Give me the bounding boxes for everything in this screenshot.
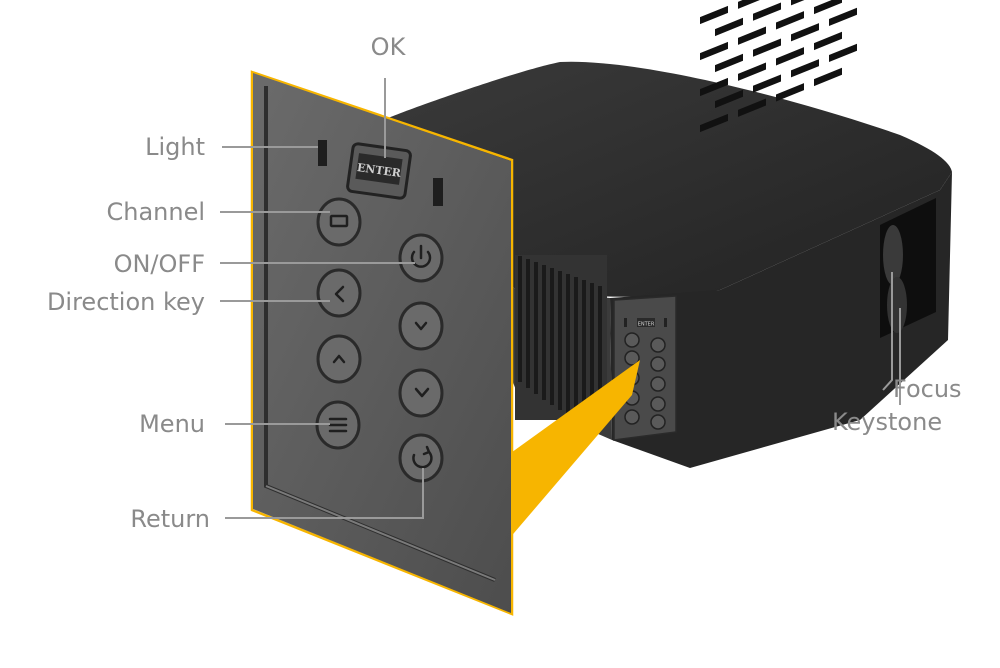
small-enter-label: ENTER [638, 322, 655, 328]
small-control-panel: ENTER [613, 295, 677, 441]
channel-label: Channel [106, 198, 205, 226]
power-key [398, 233, 444, 283]
front-vent [700, 0, 857, 133]
channel-key [316, 197, 362, 247]
light-indicator-left [318, 140, 327, 166]
focus-wheel [883, 225, 903, 285]
callout-labels: OK Light Channel ON/OFF Direction key Me… [47, 33, 962, 533]
enter-key-label: ENTER [356, 161, 402, 180]
menu-label: Menu [139, 410, 205, 438]
lens-recess [880, 198, 936, 338]
up-key [316, 334, 362, 384]
down-key [398, 301, 444, 351]
direction-key-label: Direction key [47, 288, 205, 316]
left-vent [515, 255, 607, 430]
zoom-highlight-beam [508, 360, 640, 540]
return-label: Return [130, 505, 210, 533]
return-leader [225, 468, 424, 519]
left-key [316, 268, 362, 318]
enter-key: ENTER [346, 142, 412, 200]
focus-label: Focus [893, 375, 962, 403]
panel-highlight-border [250, 70, 514, 616]
focus-leader [882, 272, 893, 391]
keystone-wheel [887, 277, 907, 333]
leader-lines [220, 78, 901, 519]
ok-label: OK [371, 33, 407, 61]
enlarged-control-panel: ENTER [253, 73, 511, 613]
projector-front-face [610, 172, 952, 468]
projector-top [388, 61, 952, 297]
on-off-label: ON/OFF [114, 250, 205, 278]
menu-key [315, 400, 361, 450]
return-key [398, 433, 444, 483]
light-label: Light [145, 133, 205, 161]
keystone-label: Keystone [832, 408, 942, 436]
light-indicator-right [433, 178, 443, 206]
right-key [398, 368, 444, 418]
